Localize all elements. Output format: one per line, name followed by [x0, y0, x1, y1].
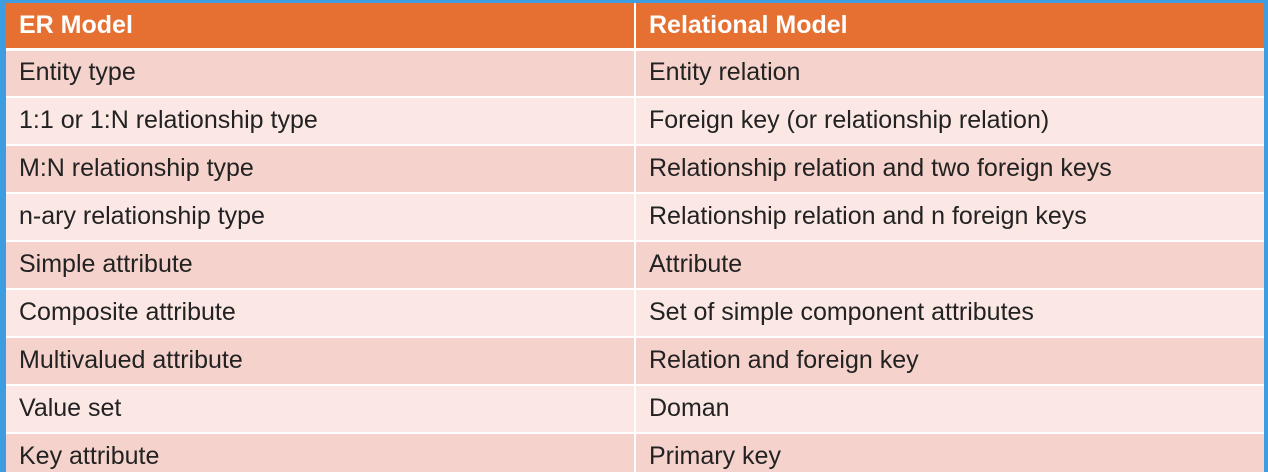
table-row: Key attribute Primary key — [6, 433, 1264, 472]
er-model-cell: Entity type — [6, 49, 636, 98]
table-row: Composite attribute Set of simple compon… — [6, 289, 1264, 338]
header-relational-model: Relational Model — [635, 3, 1264, 51]
relational-model-cell: Primary key — [635, 433, 1264, 472]
relational-model-cell: Foreign key (or relationship relation) — [635, 97, 1264, 146]
relational-model-cell: Relation and foreign key — [635, 337, 1264, 386]
header-row: ER Model Relational Model — [6, 3, 1264, 51]
er-model-cell: Multivalued attribute — [6, 337, 636, 386]
er-model-cell: M:N relationship type — [6, 145, 636, 194]
er-model-cell: Key attribute — [6, 433, 636, 472]
relational-model-cell: Entity relation — [635, 49, 1264, 98]
header-er-model: ER Model — [6, 3, 636, 51]
er-model-cell: Simple attribute — [6, 241, 636, 290]
er-model-cell: 1:1 or 1:N relationship type — [6, 97, 636, 146]
er-model-cell: Composite attribute — [6, 289, 636, 338]
er-to-relational-mapping-table: ER Model Relational Model Entity type En… — [6, 3, 1264, 472]
er-model-cell: Value set — [6, 385, 636, 434]
relational-model-cell: Attribute — [635, 241, 1264, 290]
table-row: Entity type Entity relation — [6, 49, 1264, 98]
table-frame: ER Model Relational Model Entity type En… — [6, 3, 1264, 472]
relational-model-cell: Relationship relation and two foreign ke… — [635, 145, 1264, 194]
table-row: Value set Doman — [6, 385, 1264, 434]
table-row: 1:1 or 1:N relationship type Foreign key… — [6, 97, 1264, 146]
table-row: Simple attribute Attribute — [6, 241, 1264, 290]
table-row: n-ary relationship type Relationship rel… — [6, 193, 1264, 242]
relational-model-cell: Doman — [635, 385, 1264, 434]
er-model-cell: n-ary relationship type — [6, 193, 636, 242]
table-row: Multivalued attribute Relation and forei… — [6, 337, 1264, 386]
table-row: M:N relationship type Relationship relat… — [6, 145, 1264, 194]
relational-model-cell: Set of simple component attributes — [635, 289, 1264, 338]
relational-model-cell: Relationship relation and n foreign keys — [635, 193, 1264, 242]
